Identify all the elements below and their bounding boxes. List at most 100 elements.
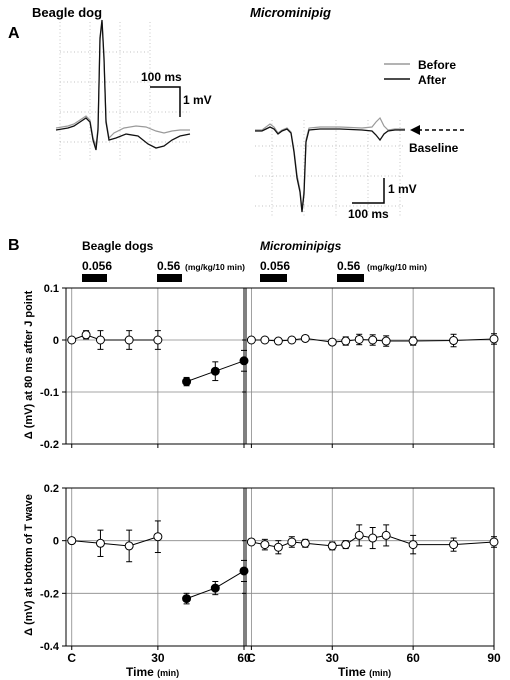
data-point-filled: [239, 566, 249, 576]
data-point-open: [95, 335, 105, 345]
x-tick-label: 60: [237, 651, 251, 665]
beagle-title: Beagle dog: [32, 5, 102, 20]
data-point-open: [124, 335, 134, 345]
beagle-scale-volt: 1 mV: [183, 93, 212, 107]
data-point-open: [489, 334, 499, 344]
x-tick-label: 60: [406, 651, 420, 665]
microminipig-dose-low-bar: [260, 274, 287, 282]
data-point-filled: [182, 594, 192, 604]
beagle-dose-high-label: 0.56: [157, 259, 181, 273]
microminipig-ecg-grid: [255, 120, 405, 218]
data-point-open: [449, 540, 459, 550]
data-point-open: [124, 541, 134, 551]
data-point-open: [287, 335, 297, 345]
data-point-open: [327, 337, 337, 347]
data-point-open: [67, 536, 77, 546]
microminipig-scale-volt: 1 mV: [388, 182, 417, 196]
data-point-open: [381, 530, 391, 540]
data-point-open: [246, 335, 256, 345]
x-tick-label: C: [247, 651, 256, 665]
y-tick-label: -0.2: [40, 439, 59, 451]
xlabel-microminipig-text: Time: [338, 665, 366, 679]
baseline-label: Baseline: [409, 141, 459, 155]
data-point-open: [489, 537, 499, 547]
y-tick-label: 0.2: [44, 483, 59, 495]
microminipig-scale-time: 100 ms: [348, 207, 389, 221]
y-tick-label: -0.2: [40, 588, 59, 600]
beagle-scale-time: 100 ms: [141, 70, 182, 84]
data-point-open: [368, 533, 378, 543]
plot-frame: [65, 287, 245, 445]
legend-before-label: Before: [418, 58, 456, 72]
microminipig-scale-bar: [352, 178, 385, 204]
xlabel-beagle-text: Time: [126, 665, 154, 679]
data-point-open: [368, 335, 378, 345]
beagle-ecg-trace-before: [55, 21, 190, 147]
data-point-open: [153, 532, 163, 542]
plot-frame: [245, 287, 495, 445]
data-point-open: [354, 530, 364, 540]
x-tick-label: 90: [487, 651, 501, 665]
baseline-arrow-head: [410, 125, 420, 135]
data-point-open: [300, 333, 310, 343]
microminipig-ecg-trace-after: [255, 126, 405, 213]
data-point-filled: [239, 356, 249, 366]
data-point-open: [300, 538, 310, 548]
data-point-open: [260, 540, 270, 550]
panel-a-letter: A: [8, 25, 20, 42]
data-point-filled: [210, 583, 220, 593]
x-tick-label: C: [67, 651, 76, 665]
beagle-ecg-grid: [59, 22, 190, 160]
plot-frame: [245, 487, 495, 647]
beagle-dose-low-bar: [82, 274, 107, 282]
data-point-open: [273, 542, 283, 552]
beagle-dose-high-bar: [157, 274, 182, 282]
beagle-dose-low-label: 0.056: [82, 259, 112, 273]
data-point-open: [354, 334, 364, 344]
y-tick-label: 0: [53, 335, 59, 347]
ylabel-t-wave: Δ (mV) at bottom of T wave: [23, 494, 35, 636]
data-point-open: [341, 336, 351, 346]
y-tick-label: -0.4: [40, 641, 60, 653]
microminipig-dose-low-label: 0.056: [260, 259, 290, 273]
y-tick-label: 0: [53, 536, 59, 548]
microminipig-dose-unit: (mg/kg/10 min): [367, 262, 427, 272]
data-point-open: [408, 540, 418, 550]
beagle-group-label: Beagle dogs: [82, 239, 154, 253]
beagle-ecg-trace-after: [55, 19, 191, 151]
data-point-open: [449, 336, 459, 346]
chart-microminipig-j-point: [242, 287, 499, 448]
data-point-open: [408, 336, 418, 346]
chart-beagle-j-point: 0.1 0 -0.1 -0.2: [40, 283, 249, 451]
legend-after-label: After: [418, 73, 446, 87]
microminipig-title: Microminipig: [250, 5, 331, 20]
series-line: [71, 536, 159, 547]
data-point-open: [341, 540, 351, 550]
y-tick-label: -0.1: [40, 387, 59, 399]
data-point-open: [273, 336, 283, 346]
data-point-open: [81, 330, 91, 340]
beagle-scale-bar: [150, 86, 181, 117]
data-point-open: [381, 336, 391, 346]
xlabel-microminipig-unit: (min): [369, 668, 391, 678]
xlabel-microminipig: Time (min): [338, 665, 391, 679]
x-tick-label: 30: [151, 651, 165, 665]
microminipig-group-label: Microminipigs: [260, 239, 342, 253]
plot-frame: [65, 487, 245, 647]
microminipig-dose-high-bar: [337, 274, 364, 282]
data-point-open: [67, 335, 77, 345]
data-point-open: [287, 537, 297, 547]
data-point-open: [95, 538, 105, 548]
data-point-open: [246, 537, 256, 547]
y-tick-label: 0.1: [44, 283, 59, 295]
chart-beagle-t-wave: 0.2 0 -0.2 -0.4C 30 60: [40, 483, 251, 665]
xlabel-beagle: Time (min): [126, 665, 179, 679]
xlabel-beagle-unit: (min): [157, 668, 179, 678]
data-point-open: [153, 335, 163, 345]
data-point-open: [327, 541, 337, 551]
data-point-filled: [210, 366, 220, 376]
ylabel-j-point: Δ (mV) at 80 ms after J point: [23, 290, 35, 439]
